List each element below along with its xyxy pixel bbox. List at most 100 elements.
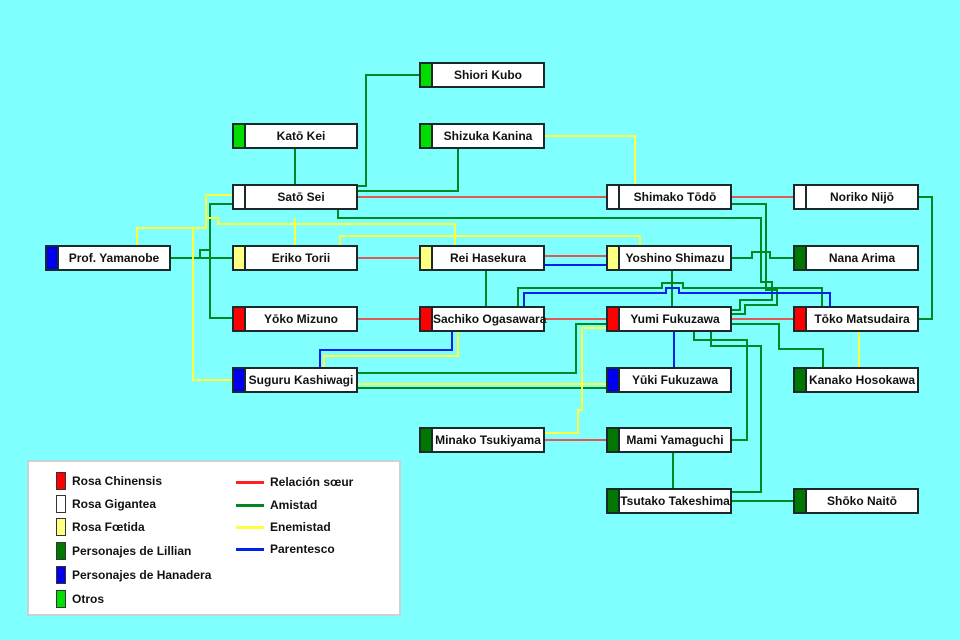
group-swatch <box>421 125 433 147</box>
group-swatch <box>234 125 246 147</box>
legend-swatch <box>56 590 66 608</box>
edge-amistad-yoshino-nana <box>732 251 793 259</box>
legend-group-lillian: Personajes de Lillian <box>56 542 191 560</box>
group-swatch <box>608 247 620 269</box>
node-kanako: Kanako Hosokawa <box>793 367 919 393</box>
group-swatch <box>608 186 620 208</box>
node-label: Shizuka Kanina <box>443 129 533 143</box>
edge-amistad-sato-yoko <box>209 250 232 319</box>
legend-label: Parentesco <box>270 542 335 556</box>
edge-amistad-yumi-kanako <box>732 323 824 367</box>
group-swatch <box>234 247 246 269</box>
edge-enemistad-rei-yoshino-route <box>339 235 641 245</box>
node-label: Minako Tsukiyama <box>435 433 541 447</box>
node-yuki: Yūki Fukuzawa <box>606 367 732 393</box>
legend-label: Personajes de Lillian <box>72 544 192 558</box>
group-swatch <box>421 64 433 86</box>
legend-label: Rosa Fœtida <box>72 520 145 534</box>
node-yamanobe: Prof. Yamanobe <box>45 245 171 271</box>
edge-enemistad-sachiko-suguru <box>323 332 459 367</box>
node-shoko: Shōko Naitō <box>793 488 919 514</box>
node-label: Shimako Tōdō <box>633 190 717 204</box>
group-swatch <box>795 490 807 512</box>
edge-amistad-suguru-yumi <box>358 323 606 374</box>
node-label: Yōko Mizuno <box>264 312 338 326</box>
node-label: Nana Arima <box>828 251 896 265</box>
edge-amistad-shiori-sato <box>358 74 419 187</box>
node-nana: Nana Arima <box>793 245 919 271</box>
node-label: Shōko Naitō <box>826 494 897 508</box>
node-toko: Tōko Matsudaira <box>793 306 919 332</box>
node-shizuka: Shizuka Kanina <box>419 123 545 149</box>
edge-enemistad-sato-suguru <box>192 227 232 381</box>
node-kato: Katō Kei <box>232 123 358 149</box>
legend-label: Enemistad <box>270 520 331 534</box>
legend-line <box>236 547 264 551</box>
legend-swatch <box>56 495 66 513</box>
node-yoko: Yōko Mizuno <box>232 306 358 332</box>
node-label: Rei Hasekura <box>449 251 527 265</box>
node-tsutako: Tsutako Takeshima <box>606 488 732 514</box>
group-swatch <box>608 369 620 391</box>
legend-relation-soeur: Relación sœur <box>236 475 353 489</box>
node-label: Tsutako Takeshima <box>620 494 730 508</box>
legend-group-rosa-chinensis: Rosa Chinensis <box>56 472 162 490</box>
legend-group-rosa-gigantea: Rosa Gigantea <box>56 495 156 513</box>
edge-amistad-yumi-tsutako <box>710 332 762 493</box>
edge-amistad-sato-yumi <box>337 210 773 311</box>
legend-relation-parentesco: Parentesco <box>236 542 335 556</box>
node-label: Mami Yamaguchi <box>626 433 724 447</box>
node-sachiko: Sachiko Ogasawara <box>419 306 546 332</box>
legend-group-rosa-foetida: Rosa Fœtida <box>56 518 145 536</box>
node-label: Noriko Nijō <box>829 190 894 204</box>
node-minako: Minako Tsukiyama <box>419 427 545 453</box>
node-yoshino: Yoshino Shimazu <box>606 245 732 271</box>
legend-line <box>236 525 264 529</box>
group-swatch <box>795 369 807 391</box>
group-swatch <box>421 429 433 451</box>
group-swatch <box>795 308 807 330</box>
group-swatch <box>421 308 433 330</box>
group-swatch <box>608 429 620 451</box>
edge-amistad-sato-eriko <box>199 203 232 258</box>
node-label: Kanako Hosokawa <box>808 373 916 387</box>
legend-group-otros: Otros <box>56 590 104 608</box>
node-label: Yoshino Shimazu <box>625 251 725 265</box>
edge-amistad-yumi-mami <box>693 332 748 441</box>
edge-amistad-shimako-yumi <box>732 203 778 315</box>
legend-label: Relación sœur <box>270 475 354 489</box>
legend-relation-enemistad: Enemistad <box>236 520 331 534</box>
legend-line <box>236 503 264 507</box>
group-swatch <box>234 186 246 208</box>
node-yumi: Yumi Fukuzawa <box>606 306 732 332</box>
group-swatch <box>608 490 620 512</box>
legend-swatch <box>56 542 66 560</box>
node-label: Shiori Kubo <box>454 68 522 82</box>
legend-swatch <box>56 566 66 584</box>
group-swatch <box>795 247 807 269</box>
node-suguru: Suguru Kashiwagi <box>232 367 358 393</box>
legend-group-hanadera: Personajes de Hanadera <box>56 566 211 584</box>
node-label: Yūki Fukuzawa <box>631 373 719 387</box>
legend-line <box>236 480 264 484</box>
node-label: Tōko Matsudaira <box>814 312 910 326</box>
legend: Rosa Chinensis Rosa Gigantea Rosa Fœtida… <box>27 460 401 616</box>
legend-swatch <box>56 518 66 536</box>
node-mami: Mami Yamaguchi <box>606 427 732 453</box>
node-label: Satō Sei <box>277 190 325 204</box>
legend-label: Otros <box>72 592 105 606</box>
edge-parentesco-sachiko-suguru <box>319 332 453 367</box>
group-swatch <box>47 247 59 269</box>
edge-amistad-noriko-toko <box>919 196 933 320</box>
node-label: Eriko Torii <box>271 251 331 265</box>
edge-enemistad-minako-yumi <box>545 327 606 434</box>
legend-relation-amistad: Amistad <box>236 498 317 512</box>
node-noriko: Noriko Nijō <box>793 184 919 210</box>
node-shiori: Shiori Kubo <box>419 62 545 88</box>
node-label: Katō Kei <box>276 129 326 143</box>
node-label: Suguru Kashiwagi <box>248 373 354 387</box>
legend-label: Rosa Gigantea <box>72 497 157 511</box>
group-swatch <box>234 308 246 330</box>
node-label: Prof. Yamanobe <box>68 251 160 265</box>
